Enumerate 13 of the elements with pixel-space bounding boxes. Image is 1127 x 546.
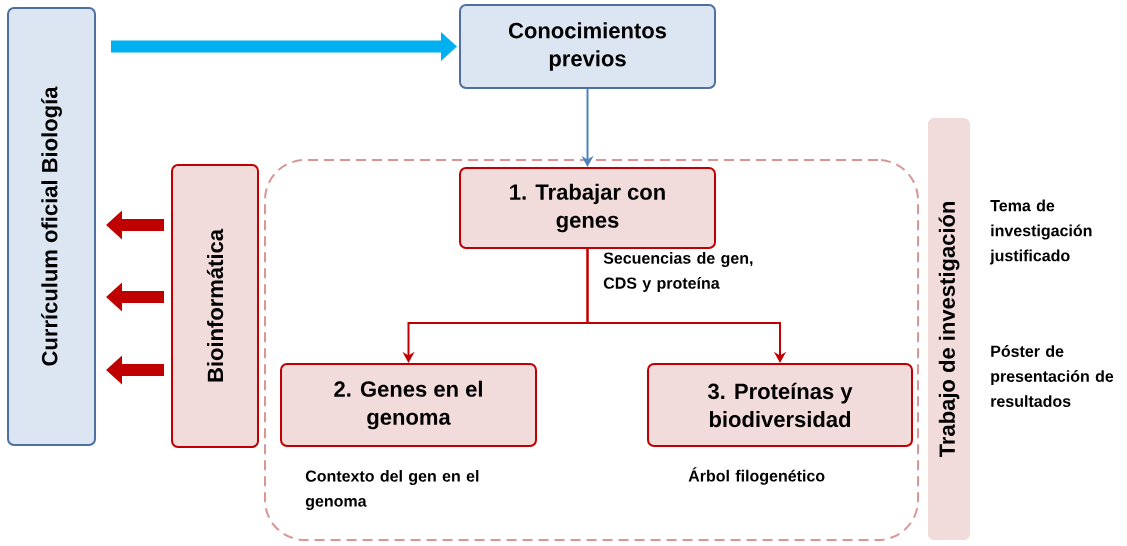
process-box: 2. Genes en el genoma: [280, 363, 537, 447]
note-text: Tema de investigación justificado: [989, 199, 1092, 265]
note-text: Secuencias de gen, CDS y proteína: [603, 252, 753, 292]
vertical-box: Bioinformática: [171, 164, 259, 448]
dashed-region: [264, 159, 919, 541]
note-text: Contexto del gen en el genoma: [305, 470, 479, 510]
process-box: Conocimientos previos: [459, 4, 716, 89]
vertical-box: Currículum oficial Biología: [7, 7, 96, 446]
note-text: Árbol filogenético: [688, 467, 825, 485]
process-box: 3. Proteínas y biodiversidad: [647, 363, 913, 447]
note-text: Póster de presentación de resultados: [991, 345, 1114, 407]
process-box: 1. Trabajar con genes: [459, 167, 716, 249]
side-band: Trabajo de investigación: [928, 118, 970, 540]
